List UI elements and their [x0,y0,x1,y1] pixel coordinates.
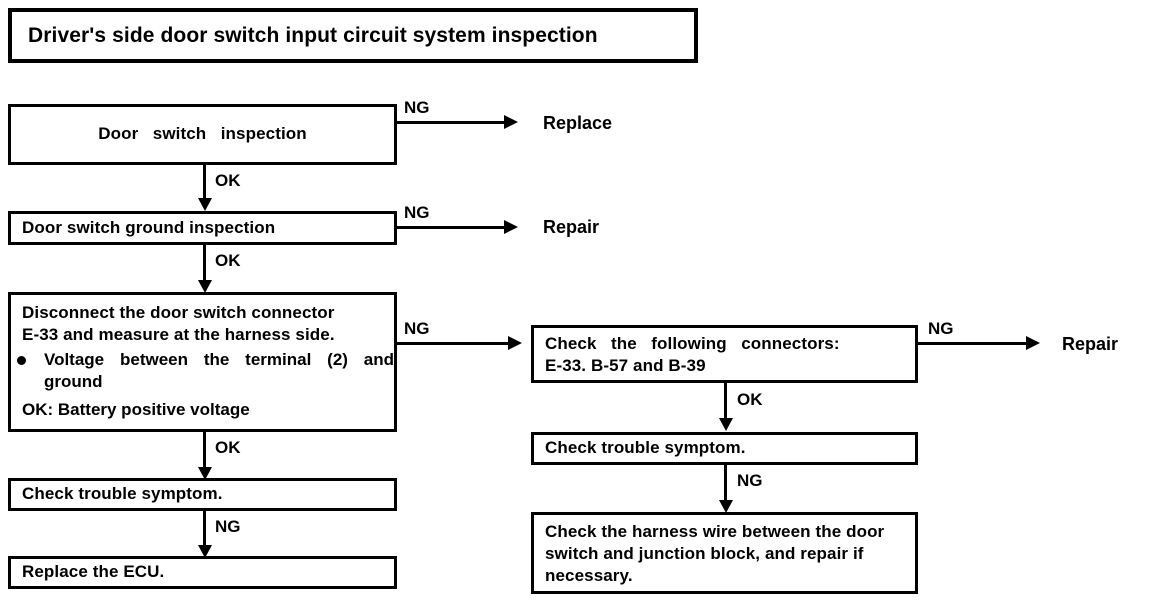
node-replace-ecu: Replace the ECU. [8,556,397,589]
edge-label-ok-3: OK [215,438,241,457]
node-check-connectors-line-1: Check the following connectors: [545,334,840,353]
edge-label-ng-4: NG [215,517,241,536]
edge-label-ng-6: NG [737,471,763,490]
diagram-title-box: Driver's side door switch input circuit … [8,8,698,63]
terminal-repair-right: Repair [1062,334,1119,354]
node-check-harness-wire-label: Check the harness wire between the door … [545,522,890,586]
edge-ng-2-arrow [504,220,518,234]
edge-ng-6-arrow [719,500,733,513]
edge-ng-3-line [394,342,512,345]
edge-ng-6-line [724,465,727,504]
node-check-harness-wire: Check the harness wire between the door … [531,512,918,594]
edge-ng-4-arrow [198,545,212,558]
node-disconnect-line-2: E-33 and measure at the harness side. [22,325,335,345]
node-check-trouble-symptom-right-label: Check trouble symptom. [545,438,746,458]
node-check-trouble-symptom-right: Check trouble symptom. [531,432,918,465]
terminal-repair-top: Repair [543,217,600,237]
edge-label-ok-2: OK [215,251,241,270]
edge-label-ng-2: NG [404,203,430,222]
edge-label-ok-5: OK [737,390,763,409]
bullet-point-icon [17,356,26,366]
edge-ng-1-arrow [504,115,518,129]
edge-ng-5-line [915,342,1028,345]
node-check-connectors: Check the following connectors: E-33. B-… [531,325,918,383]
edge-ng-1-line [394,121,506,124]
edge-ng-2-line [394,226,506,229]
node-disconnect-line-1: Disconnect the door switch connector [22,303,335,322]
node-disconnect-measure: Disconnect the door switch connector E-3… [8,292,397,432]
edge-ok-3-line [203,432,206,471]
terminal-replace: Replace [543,113,613,133]
edge-ok-3-arrow [198,467,212,480]
diagram-title-text: Driver's side door switch input circuit … [28,23,598,47]
edge-ok-1-arrow [198,198,212,211]
edge-label-ok-1: OK [215,171,241,190]
edge-ng-5-arrow [1026,336,1040,350]
edge-ng-4-line [203,511,206,549]
node-door-switch-inspection: Door switch inspection [8,104,397,165]
edge-ok-2-line [203,245,206,283]
node-door-switch-inspection-label: Door switch inspection [98,124,307,144]
node-check-connectors-line-2: E-33. B-57 and B-39 [545,356,706,376]
edge-ok-5-arrow [719,418,733,431]
node-disconnect-bullet-text: Voltage between the terminal (2) and gro… [44,350,394,392]
edge-ok-5-line [724,383,727,422]
node-door-switch-ground-inspection: Door switch ground inspection [8,211,397,245]
node-door-switch-ground-inspection-label: Door switch ground inspection [22,217,276,237]
node-check-trouble-symptom-left: Check trouble symptom. [8,478,397,511]
edge-label-ng-5: NG [928,319,954,338]
node-disconnect-bullet-row: Voltage between the terminal (2) and gro… [11,349,394,393]
edge-ok-2-arrow [198,280,212,293]
edge-ok-1-line [203,165,206,201]
edge-label-ng-3: NG [404,319,430,338]
node-disconnect-ok-criteria: OK: Battery positive voltage [22,400,250,420]
edge-label-ng-1: NG [404,98,430,117]
node-check-trouble-symptom-left-label: Check trouble symptom. [22,484,223,504]
node-replace-ecu-label: Replace the ECU. [22,562,165,582]
edge-ng-3-arrow [508,336,522,350]
